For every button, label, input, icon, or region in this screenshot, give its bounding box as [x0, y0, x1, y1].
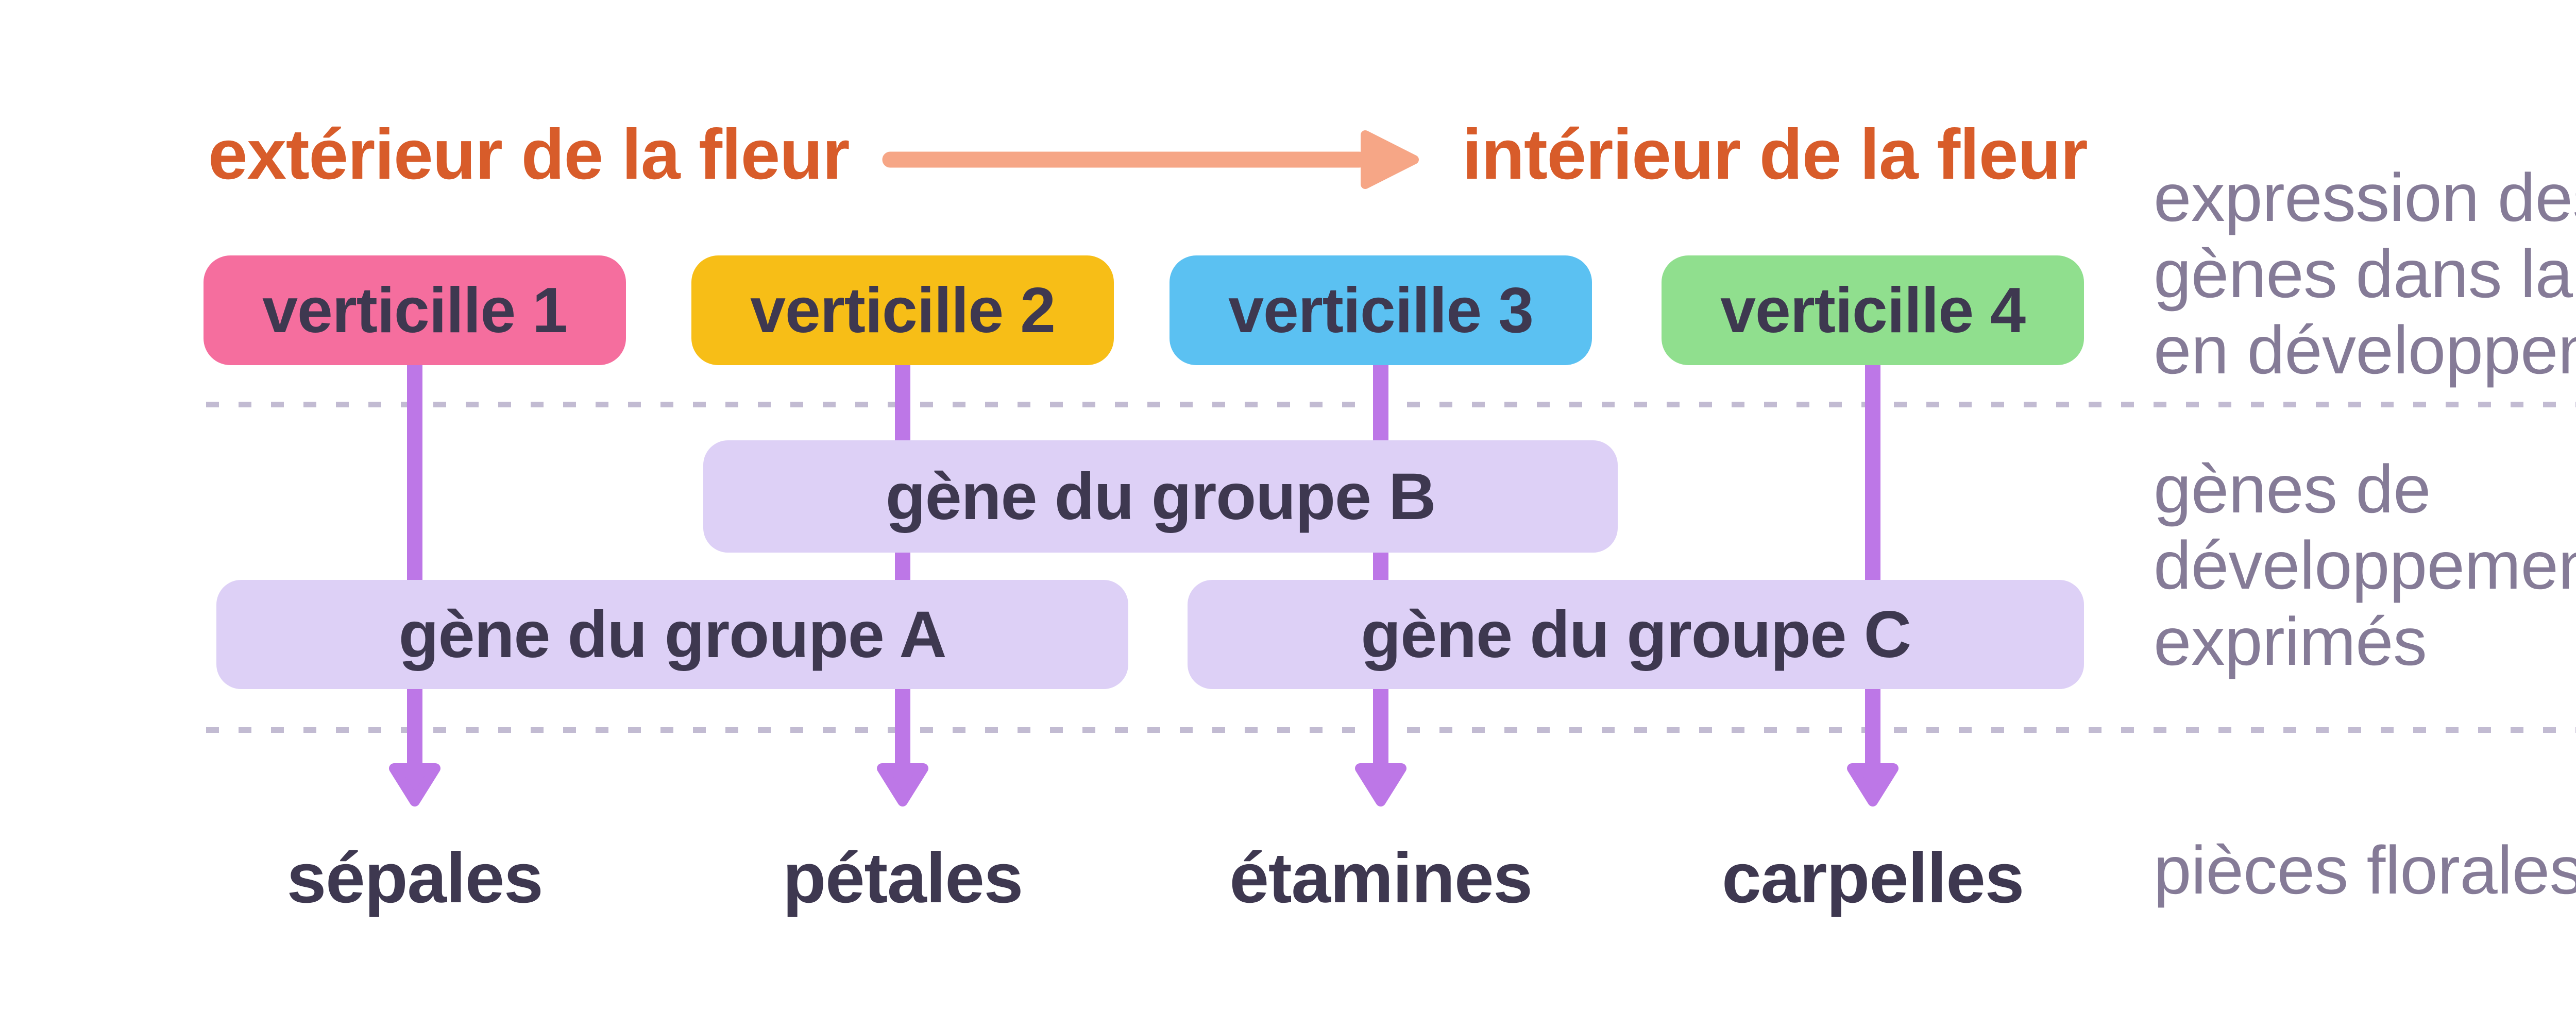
gene-group-a-box: gène du groupe A [216, 580, 1128, 689]
row-label-development-genes: gènes de développement exprimés [2154, 451, 2576, 680]
whorl-4-down-arrow-icon [1847, 360, 1899, 806]
organ-label-sepals: sépales [286, 838, 544, 918]
organ-label-carpels: carpelles [1721, 838, 2024, 918]
gene-group-c-box: gène du groupe C [1188, 580, 2084, 689]
row-label-line: développement [2154, 527, 2576, 603]
interior-of-flower-label: intérieur de la fleur [1462, 115, 2088, 194]
gene-group-b-box: gène du groupe B [703, 440, 1618, 553]
organ-label-petals: pétales [783, 838, 1023, 918]
whorl-3-box: verticille 3 [1170, 255, 1592, 365]
row-label-floral-parts: pièces florales [2154, 832, 2576, 908]
whorl-1-box: verticille 1 [204, 255, 626, 365]
dotted-separator-1 [206, 402, 2576, 407]
whorl-2-box: verticille 2 [691, 255, 1114, 365]
row-label-line: gènes dans la fleur [2154, 236, 2576, 312]
whorl-1-down-arrow-icon [389, 360, 440, 806]
exterior-of-flower-label: extérieur de la fleur [208, 115, 850, 194]
exterior-to-interior-arrow-icon [882, 130, 1419, 189]
row-label-line: en développement [2154, 312, 2576, 388]
whorl-3-down-arrow-icon [1355, 360, 1406, 806]
row-label-line: exprimés [2154, 604, 2427, 679]
row-label-line: gènes de [2154, 451, 2431, 527]
organ-label-stamens: étamines [1229, 838, 1533, 918]
row-label-line: expression des [2154, 160, 2576, 235]
whorl-4-box: verticille 4 [1662, 255, 2084, 365]
dotted-separator-2 [206, 727, 2576, 733]
whorl-2-down-arrow-icon [877, 360, 928, 806]
row-label-gene-expression: expression des gènes dans la fleur en dé… [2154, 160, 2576, 388]
